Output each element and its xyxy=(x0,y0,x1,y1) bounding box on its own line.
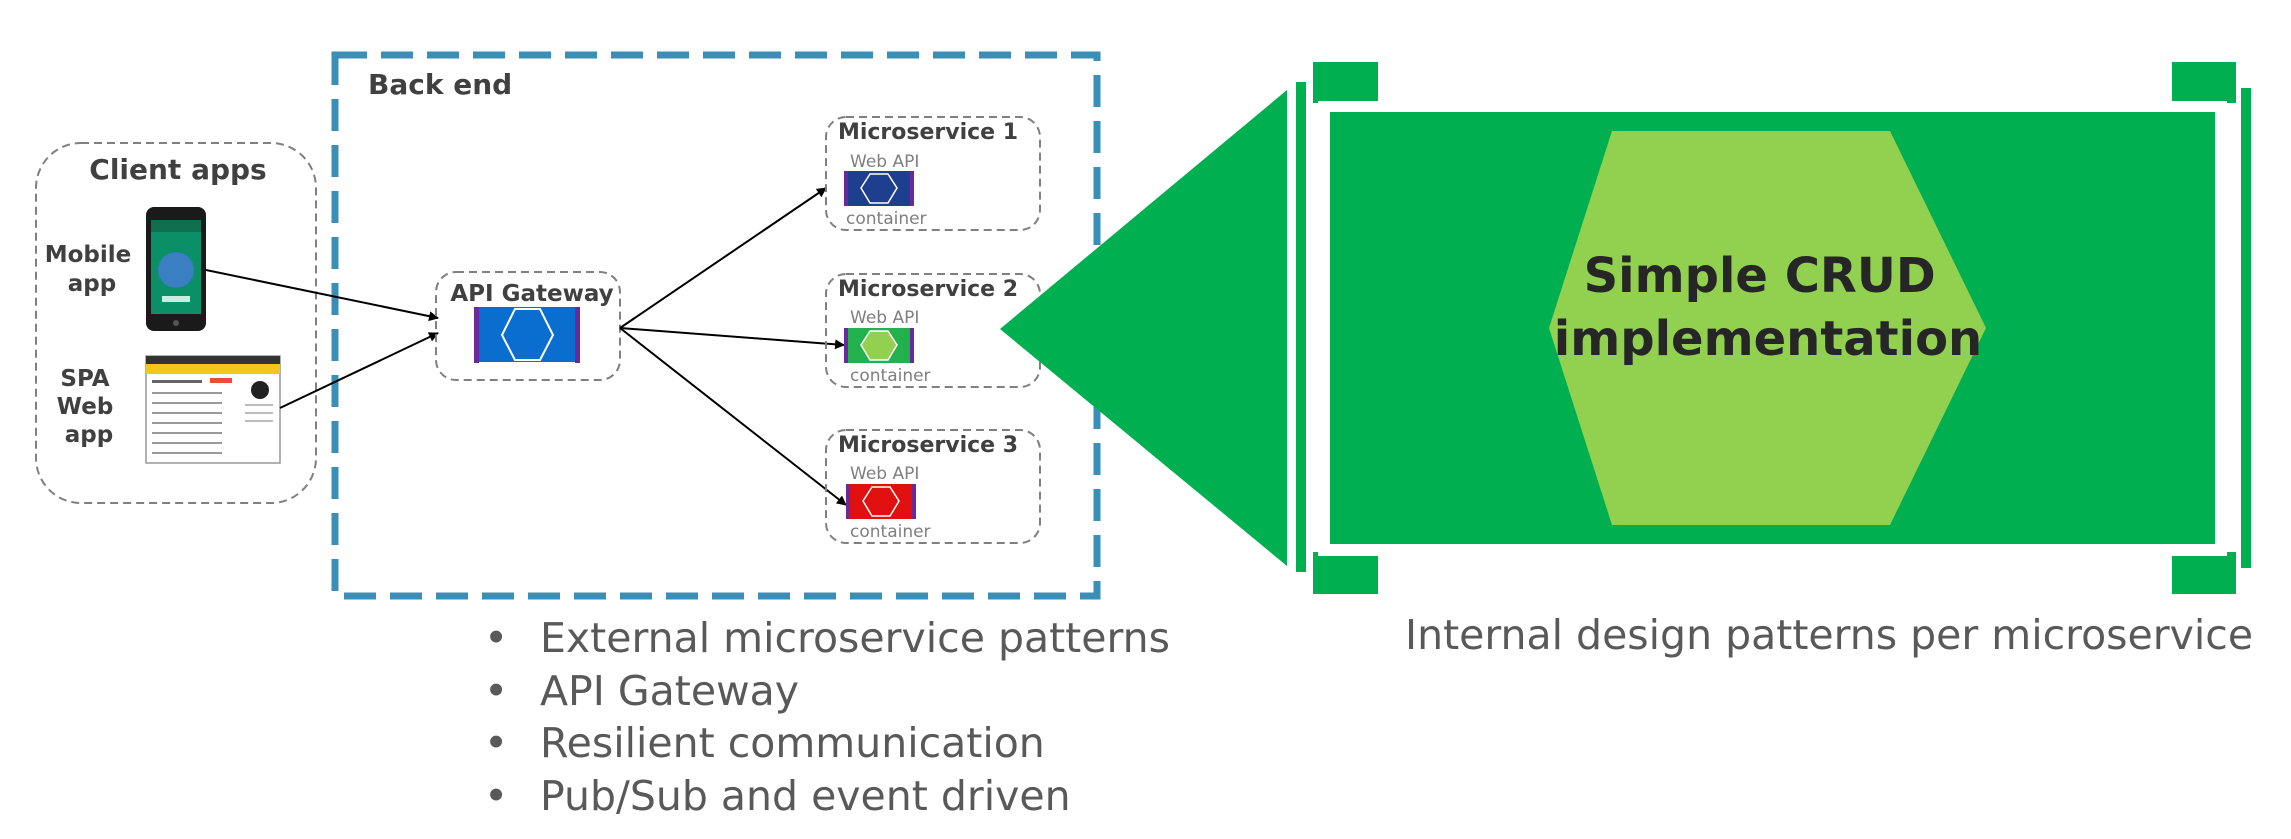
microservice-3: Microservice 3 Web API container xyxy=(825,429,1041,544)
microservice-3-hex-icon xyxy=(862,486,900,517)
crud-title: Simple CRUD implementation xyxy=(1554,248,1982,367)
microservice-2-webapi: Web API xyxy=(850,308,919,328)
microservice-3-title: Microservice 3 xyxy=(838,433,1018,458)
internal-patterns-caption: Internal design patterns per microservic… xyxy=(1405,611,2254,659)
bullet-item: •API Gateway xyxy=(484,666,800,715)
arrow-mobile-to-gateway xyxy=(205,269,439,322)
spa-browser-image xyxy=(145,355,281,464)
external-patterns-list: •External microservice patterns •API Gat… xyxy=(480,612,1170,822)
microservice-1-hex-icon xyxy=(860,173,898,204)
client-apps-title: Client apps xyxy=(89,153,266,186)
bullet-item: •Pub/Sub and event driven xyxy=(484,771,1071,820)
microservice-2-hex-icon xyxy=(860,330,898,361)
zoom-callout-triangle xyxy=(1000,90,1287,566)
microservice-1-webapi: Web API xyxy=(850,152,919,172)
spa-web-app-label: SPA Web app xyxy=(57,366,122,448)
microservice-2: Microservice 2 Web API container xyxy=(825,273,1041,388)
bullet-item: •External microservice patterns xyxy=(484,614,1170,662)
api-gateway-label: API Gateway xyxy=(450,281,613,307)
microservice-3-webapi: Web API xyxy=(850,464,919,484)
crud-hexagon xyxy=(1549,131,1986,525)
microservice-1: Microservice 1 Web API container xyxy=(825,116,1041,231)
microservice-1-title: Microservice 1 xyxy=(838,120,1018,145)
mobile-phone-image xyxy=(146,207,206,331)
mobile-app-label: Mobile app xyxy=(45,242,140,297)
backend-label: Back end xyxy=(368,68,512,101)
microservice-2-title: Microservice 2 xyxy=(838,277,1018,302)
arrow-gateway-to-ms1 xyxy=(619,187,827,329)
bullet-item: •Resilient communication xyxy=(484,719,1045,767)
api-gateway-box xyxy=(435,271,621,381)
microservice-3-container: container xyxy=(850,522,931,542)
microservice-2-container: container xyxy=(850,366,931,386)
arrow-gateway-to-ms3 xyxy=(619,327,847,506)
arrow-gateway-to-ms2 xyxy=(619,327,845,350)
client-apps-group xyxy=(35,142,317,504)
arrow-spa-to-gateway xyxy=(279,332,439,409)
microservice-1-container: container xyxy=(846,209,927,229)
api-gateway-icon xyxy=(474,307,580,363)
